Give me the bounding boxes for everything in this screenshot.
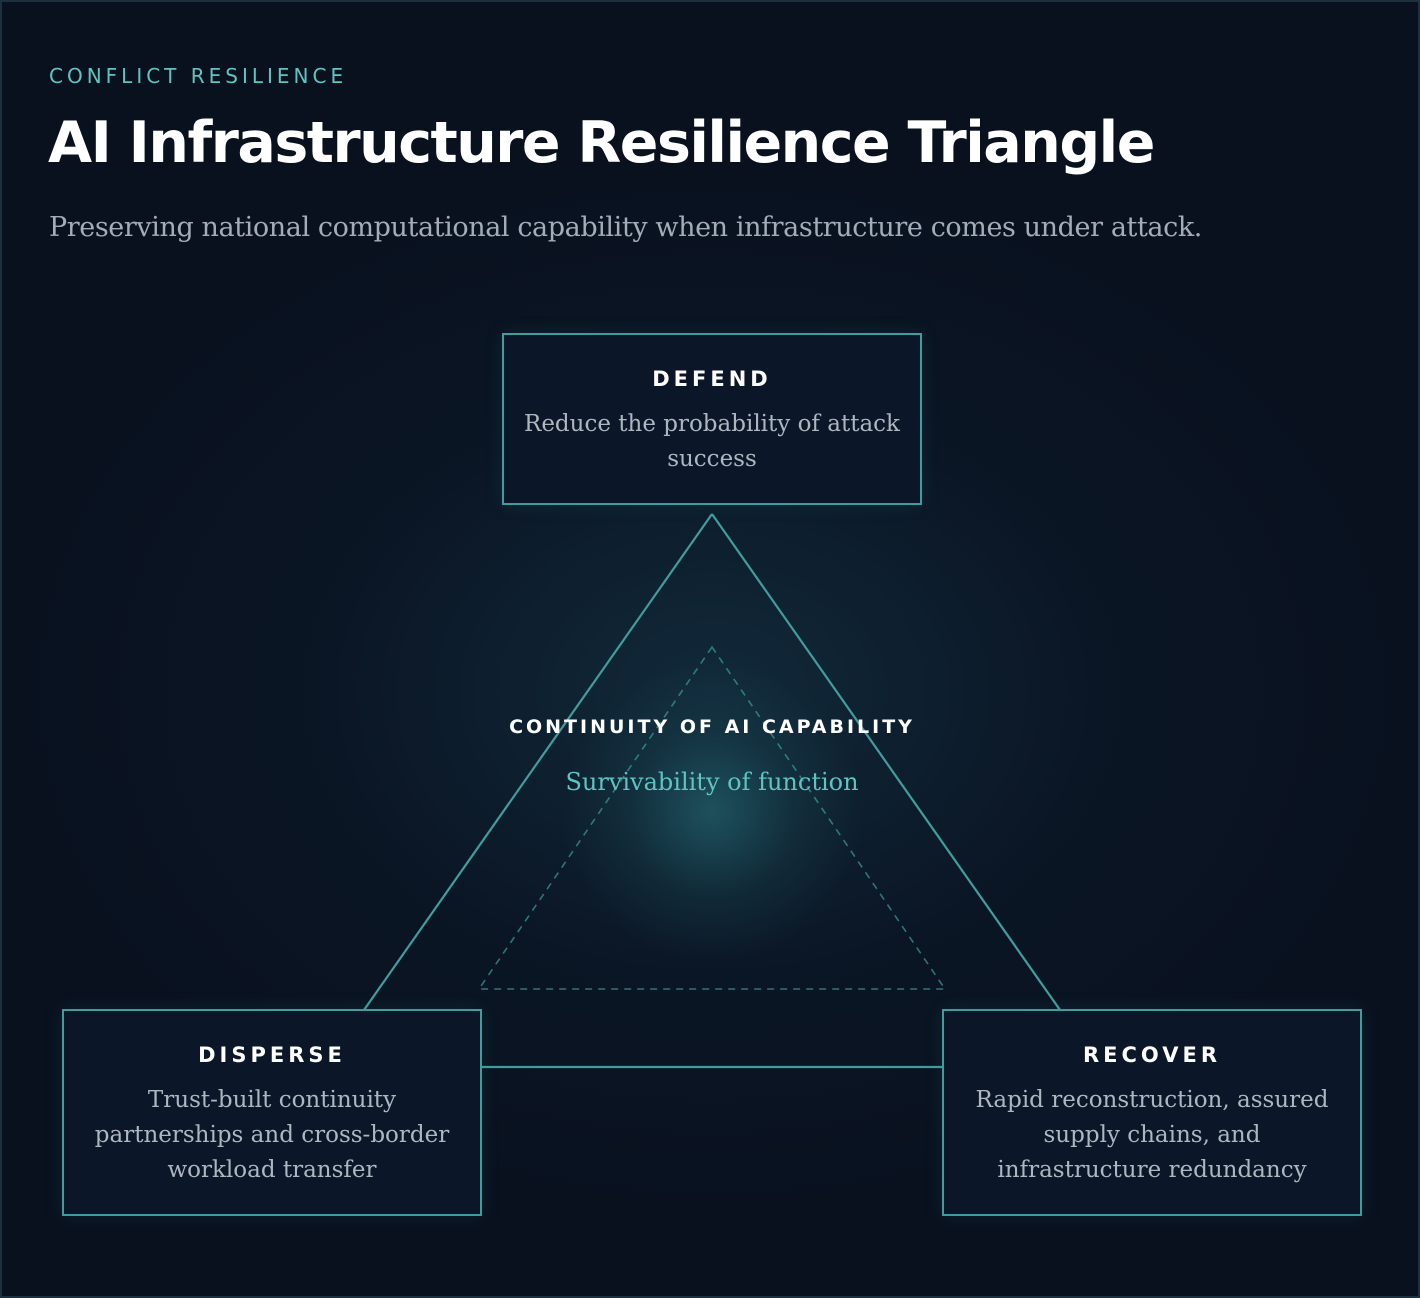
edge-defend-recover	[711, 513, 1061, 1011]
disperse-node: DISPERSE Trust-built continuity partners…	[62, 1009, 482, 1216]
center-subtitle: Survivability of function	[565, 768, 859, 796]
edge-defend-disperse	[363, 513, 713, 1011]
disperse-description: Trust-built continuity partnerships and …	[94, 1087, 450, 1183]
section-eyebrow: CONFLICT RESILIENCE	[49, 64, 348, 88]
defend-title: DEFEND	[652, 367, 772, 391]
defend-description: Reduce the probability of attack success	[524, 411, 900, 472]
recover-title: RECOVER	[1083, 1043, 1221, 1067]
inner-dashed-triangle	[477, 645, 947, 990]
page-subtitle: Preserving national computational capabi…	[49, 212, 1202, 243]
center-title: CONTINUITY OF AI CAPABILITY	[509, 716, 915, 738]
disperse-title: DISPERSE	[198, 1043, 346, 1067]
recover-description: Rapid reconstruction, assured supply cha…	[975, 1087, 1329, 1183]
defend-node: DEFEND Reduce the probability of attack …	[502, 333, 922, 505]
page-title: AI Infrastructure Resilience Triangle	[48, 110, 1155, 176]
recover-node: RECOVER Rapid reconstruction, assured su…	[942, 1009, 1362, 1216]
